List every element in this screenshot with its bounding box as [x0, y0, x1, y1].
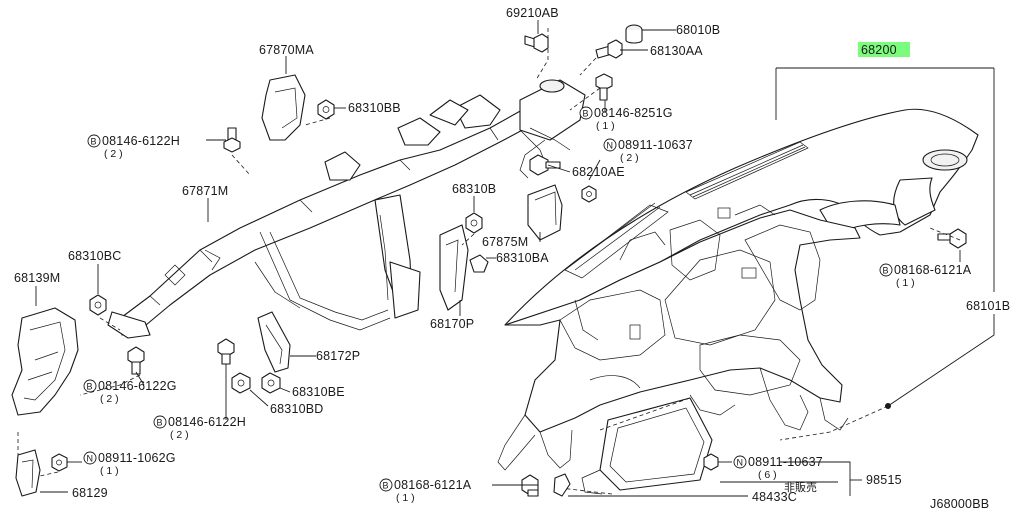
- label-68172P[interactable]: 68172P: [316, 349, 360, 363]
- label-68129[interactable]: 68129: [72, 486, 108, 500]
- bolt-prefix-letter: B: [157, 418, 163, 428]
- qty-08146-8251G: ( 1 ): [596, 120, 615, 132]
- nut-68310BC-drawing[interactable]: [89, 294, 107, 316]
- bolt-prefix-circle: [153, 415, 167, 429]
- clip-68310BA-drawing[interactable]: [469, 254, 489, 273]
- label-68310BD[interactable]: 68310BD: [270, 402, 324, 416]
- label-68310BA[interactable]: 68310BA: [496, 251, 549, 265]
- nut-prefix-letter: N: [737, 458, 744, 468]
- clip-68010B-drawing[interactable]: [625, 24, 643, 44]
- label-08911-10637-bot[interactable]: 08911-10637: [748, 455, 823, 469]
- bolt-68210AE-drawing[interactable]: [529, 154, 561, 176]
- label-67871M[interactable]: 67871M: [182, 184, 228, 198]
- clip-48433C-drawing[interactable]: [553, 473, 571, 497]
- bracket-67870MA-drawing[interactable]: [261, 74, 306, 141]
- bolt-prefix-circle: [579, 106, 593, 120]
- label-68310BB[interactable]: 68310BB: [348, 101, 401, 115]
- qty-08168-6121A-right: ( 1 ): [896, 277, 915, 289]
- bolt-prefix-circle: [379, 478, 393, 492]
- nut-prefix-circle: [733, 455, 747, 469]
- bolt-prefix-letter: B: [383, 481, 389, 491]
- bolt-08146-6122H-top-drawing[interactable]: [223, 127, 241, 153]
- qty-08168-6121A-bot: ( 1 ): [396, 492, 415, 504]
- not-for-sale-note: 非販売: [784, 481, 817, 494]
- bolt-08168-6121A-bot-drawing[interactable]: [521, 474, 539, 497]
- bolt-08146-8251G-drawing[interactable]: [595, 73, 613, 101]
- nut-prefix-circle: [603, 138, 617, 152]
- bolt-69210AB-drawing[interactable]: [524, 33, 549, 53]
- bolt-68130AA-drawing[interactable]: [595, 39, 623, 59]
- bolt-prefix-circle: [83, 379, 97, 393]
- label-08146-6122H-top[interactable]: 08146-6122H: [102, 134, 180, 148]
- label-08168-6121A-bot[interactable]: 08168-6121A: [394, 478, 472, 492]
- bolt-08146-6122H-bot-drawing[interactable]: [217, 338, 235, 365]
- leader-glovebox-top: [599, 397, 691, 431]
- nut-prefix-letter: N: [87, 454, 94, 464]
- label-68210AE[interactable]: 68210AE: [572, 165, 625, 179]
- label-08146-6122G[interactable]: 08146-6122G: [98, 379, 177, 393]
- label-08911-10637-top[interactable]: 08911-10637: [618, 138, 693, 152]
- label-67875M[interactable]: 67875M: [482, 235, 528, 249]
- bolt-08168-6121A-right-drawing[interactable]: [937, 228, 967, 249]
- qty-08146-6122H-bot: ( 2 ): [170, 429, 189, 441]
- label-68139M[interactable]: 68139M: [14, 271, 60, 285]
- bolt-prefix-circle: [879, 263, 893, 277]
- qty-08146-6122H-top: ( 2 ): [104, 148, 123, 160]
- label-68170P[interactable]: 68170P: [430, 317, 474, 331]
- label-68010B[interactable]: 68010B: [676, 23, 720, 37]
- label-08168-6121A-right[interactable]: 08168-6121A: [894, 263, 972, 277]
- label-68310BC[interactable]: 68310BC: [68, 249, 122, 263]
- drawing-id: J68000BB: [930, 497, 989, 511]
- label-68130AA[interactable]: 68130AA: [650, 44, 703, 58]
- label-68200[interactable]: 68200: [861, 43, 897, 57]
- nut-08911-1062G-drawing[interactable]: [51, 453, 68, 472]
- nut-68310BD-drawing[interactable]: [231, 372, 251, 394]
- nut-08911-10637-top-drawing[interactable]: [581, 185, 597, 203]
- label-68310B[interactable]: 68310B: [452, 182, 496, 196]
- bolt-prefix-letter: B: [583, 109, 589, 119]
- label-08146-6122H-bot[interactable]: 08146-6122H: [168, 415, 246, 429]
- nut-08911-10637-bot-drawing[interactable]: [703, 453, 719, 471]
- nut-prefix-circle: [83, 451, 97, 465]
- bolt-prefix-circle: [87, 134, 101, 148]
- bracket-68139M-drawing[interactable]: [11, 307, 79, 416]
- steering-member-drawing[interactable]: [107, 79, 586, 339]
- nut-68310B-drawing[interactable]: [465, 212, 483, 234]
- qty-08911-1062G: ( 1 ): [100, 465, 119, 477]
- bracket-68170P-drawing[interactable]: [439, 224, 469, 311]
- label-67870MA[interactable]: 67870MA: [259, 43, 314, 57]
- bolt-prefix-letter: B: [91, 137, 97, 147]
- bolt-prefix-letter: B: [87, 382, 93, 392]
- highlight-68200: [858, 42, 910, 57]
- nut-68310BE-drawing[interactable]: [261, 372, 281, 394]
- instrument-panel-drawing[interactable]: [497, 108, 979, 471]
- bracket-68129-drawing[interactable]: [15, 449, 41, 497]
- label-68310BE[interactable]: 68310BE: [292, 385, 345, 399]
- bracket-68172P-drawing[interactable]: [257, 311, 291, 373]
- qty-08911-10637-bot: ( 6 ): [758, 469, 777, 481]
- bolt-08146-6122G-drawing[interactable]: [127, 346, 145, 375]
- nut-prefix-letter: N: [607, 141, 614, 151]
- bolt-prefix-letter: B: [883, 266, 889, 276]
- label-68101B[interactable]: 68101B: [966, 299, 1010, 313]
- glove-box-lid-drawing[interactable]: [581, 397, 713, 495]
- qty-08146-6122G: ( 2 ): [100, 393, 119, 405]
- leader-glovebox-bolt: [559, 487, 613, 495]
- label-08146-8251G[interactable]: 08146-8251G: [594, 106, 673, 120]
- label-48433C[interactable]: 48433C: [752, 490, 797, 504]
- label-08911-1062G[interactable]: 08911-1062G: [98, 451, 176, 465]
- nut-68310BB-drawing[interactable]: [317, 99, 335, 120]
- leader-lines: [17, 20, 995, 497]
- label-98515[interactable]: 98515: [866, 473, 902, 487]
- qty-08911-10637-top: ( 2 ): [620, 152, 639, 164]
- bracket-67875M-drawing[interactable]: [527, 184, 563, 241]
- label-69210AB[interactable]: 69210AB: [506, 6, 559, 20]
